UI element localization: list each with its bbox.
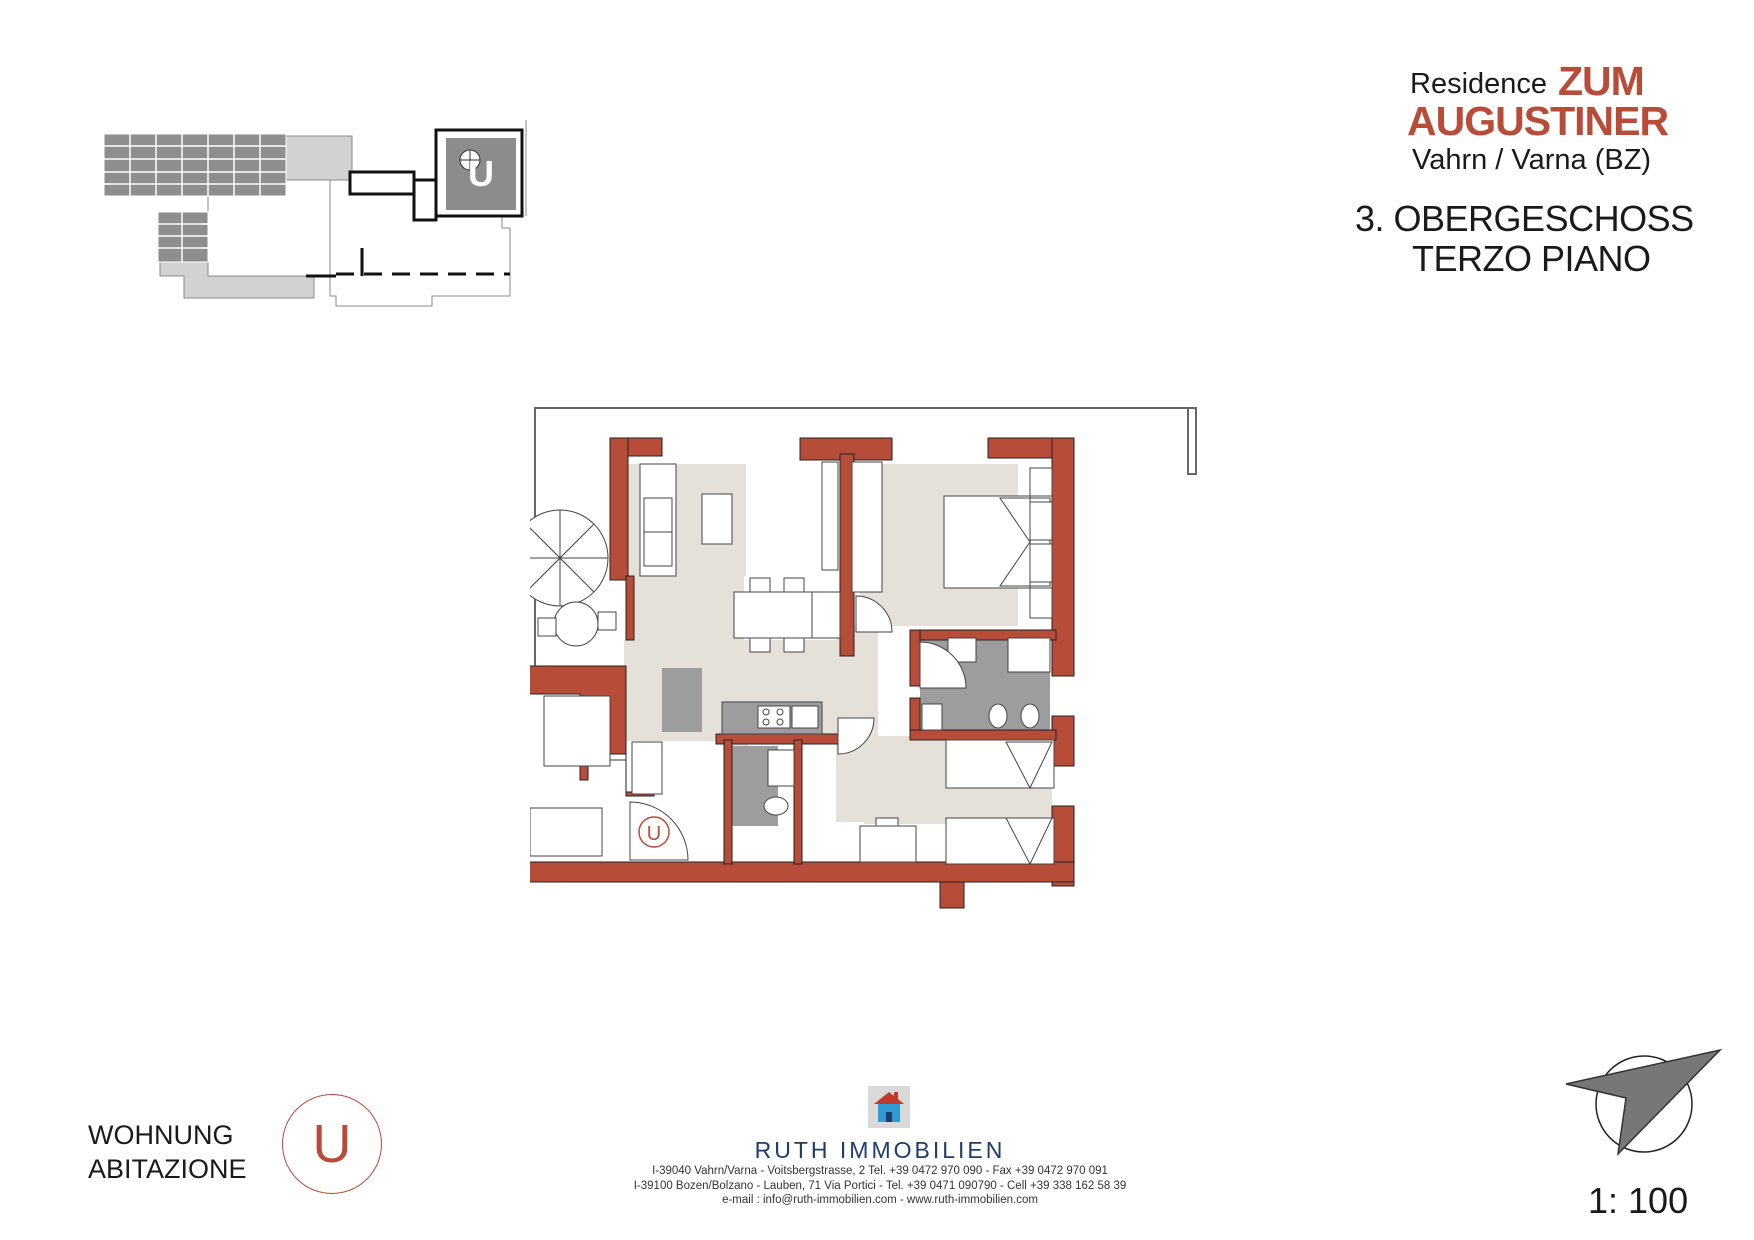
compass-north-arrow-icon: [1565, 1048, 1723, 1157]
company-address-2: I-39100 Bozen/Bolzano - Lauben, 71 Via P…: [633, 1179, 1127, 1192]
key-plan: U: [103, 120, 527, 307]
residence-label: Residence: [1410, 68, 1548, 100]
company-name: RUTH IMMOBILIEN: [754, 1137, 1006, 1163]
coffee-table: [701, 493, 733, 545]
entry-unit-marker: [638, 816, 670, 848]
desk: [859, 825, 917, 863]
washing-machine: [921, 703, 943, 731]
kitchen-sink: [791, 705, 819, 729]
floor-title-it: TERZO PIANO: [1412, 238, 1651, 279]
key-plan-parasol-icon: [459, 149, 481, 171]
toilet: [1020, 703, 1040, 729]
key-plan-unit-letter: U: [468, 153, 494, 194]
unit-label-de: WOHNUNG: [88, 1120, 234, 1150]
unit-label-it: ABITAZIONE: [88, 1154, 247, 1184]
unit-label: WOHNUNG ABITAZIONE: [88, 1118, 247, 1186]
floor-title-de: 3. OBERGESCHOSS: [1355, 198, 1694, 239]
toilet-small: [763, 796, 789, 816]
entry-unit-letter: U: [647, 823, 661, 845]
floor-plan: U: [530, 407, 1197, 909]
title-zum: ZUM: [1558, 58, 1645, 104]
company-block: RUTH IMMOBILIEN I-39040 Vahrn/Varna - Vo…: [560, 1085, 1200, 1208]
header: Residence ZUM AUGUSTINER Vahrn / Varna (…: [1300, 58, 1740, 298]
wardrobe-bedroom: [851, 461, 883, 593]
storage-unit: [543, 695, 611, 767]
bath-sink-small: [767, 749, 795, 787]
ruth-house-logo-icon: [868, 1086, 910, 1128]
wardrobe-living: [821, 461, 839, 571]
unit-badge: U: [282, 1094, 382, 1194]
furniture: [530, 461, 1055, 866]
stove: [757, 705, 791, 729]
entry-mat: [530, 807, 603, 857]
company-contact: e-mail : info@ruth-immobilien.com - www.…: [722, 1194, 1038, 1206]
walls: [530, 437, 1075, 909]
shower: [1007, 637, 1051, 673]
scale-label: 1: 100: [1588, 1180, 1689, 1221]
location: Vahrn / Varna (BZ): [1412, 144, 1652, 176]
key-plan-solar-grid: [104, 134, 286, 262]
company-address-1: I-39040 Vahrn/Varna - Voitsbergstrasse, …: [652, 1165, 1108, 1177]
parasol-icon: [530, 509, 617, 647]
coat-rack: [631, 741, 663, 795]
key-plan-solar-panels: [103, 133, 287, 263]
bidet: [988, 703, 1008, 729]
title-augustiner: AUGUSTINER: [1407, 98, 1669, 144]
